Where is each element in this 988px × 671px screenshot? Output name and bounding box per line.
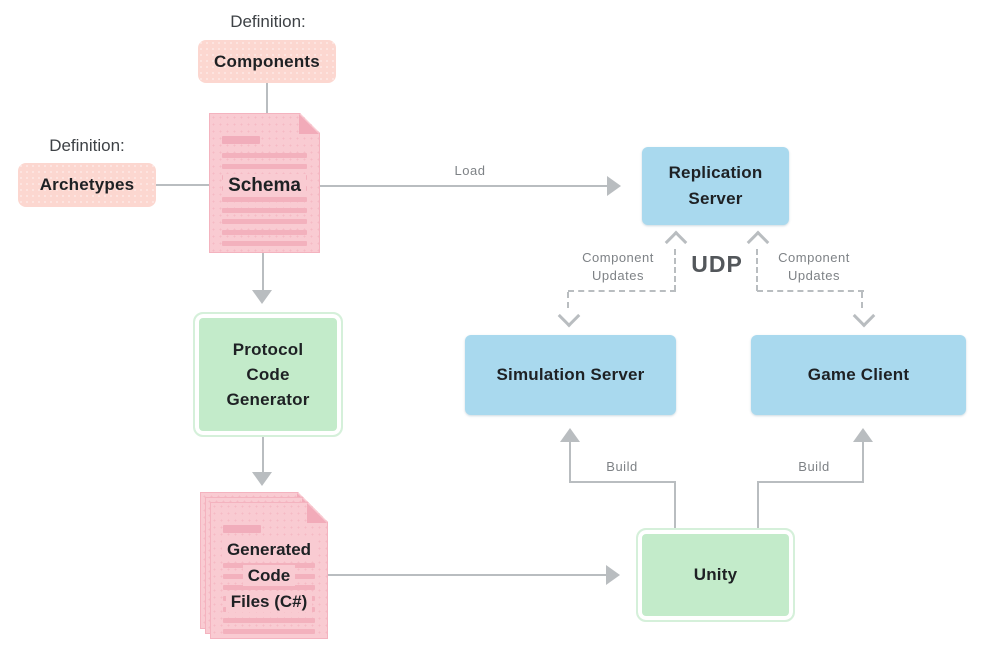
- document-fold-icon: [299, 114, 319, 134]
- generator-files-arrow-line: [262, 437, 264, 473]
- build-right-label: Build: [798, 459, 830, 474]
- component-updates-left-label: Component Updates: [582, 250, 654, 283]
- build-left-label: Build: [606, 459, 638, 474]
- replication-server-label: Server: [688, 189, 743, 208]
- udp-dashed-line: [568, 290, 676, 292]
- unity-label: Unity: [693, 565, 738, 584]
- load-arrowhead-icon: [607, 176, 621, 196]
- files-unity-arrowhead-icon: [606, 565, 620, 585]
- document-text-line: [222, 136, 260, 144]
- document-text-line: [222, 241, 307, 246]
- generated-files-label: Generated: [211, 537, 327, 563]
- udp-down-arrowhead-icon: [557, 304, 581, 328]
- components-node: Components: [198, 40, 336, 83]
- archetypes-schema-connector: [156, 184, 209, 186]
- archetypes-label: Archetypes: [39, 175, 135, 194]
- build-right-arrowhead-icon: [853, 428, 873, 442]
- schema-label: Schema: [210, 175, 319, 197]
- generator-files-arrowhead-icon: [252, 472, 272, 486]
- udp-dashed-line: [861, 292, 863, 308]
- udp-dashed-line: [674, 249, 676, 291]
- udp-dashed-line: [757, 290, 864, 292]
- document-text-line: [222, 208, 307, 213]
- components-schema-connector: [266, 83, 268, 113]
- schema-generator-arrow-line: [262, 253, 264, 291]
- build-left-line: [674, 482, 676, 528]
- protocol-code-generator-label: Protocol: [232, 340, 304, 359]
- simulation-server-label: Simulation Server: [496, 365, 645, 384]
- build-left-line: [569, 442, 571, 482]
- protocol-code-generator-label: Generator: [226, 390, 310, 409]
- document-text-line: [223, 629, 315, 634]
- build-right-line: [757, 481, 864, 483]
- game-client-label: Game Client: [807, 365, 910, 384]
- unity-node: Unity: [636, 528, 795, 622]
- document-text-line: [222, 219, 307, 224]
- definition-components-label: Definition:: [230, 12, 306, 31]
- build-left-arrowhead-icon: [560, 428, 580, 442]
- generated-files-label: Files (C#): [211, 589, 327, 615]
- load-arrow-line: [320, 185, 608, 187]
- schema-document: Schema: [209, 113, 320, 253]
- definition-archetypes-label: Definition:: [49, 136, 125, 155]
- protocol-code-generator-node: Protocol Code Generator: [193, 312, 343, 437]
- generated-files-label: Code: [211, 563, 327, 589]
- load-edge-label: Load: [454, 163, 486, 178]
- simulation-server-node: Simulation Server: [465, 335, 676, 415]
- udp-dashed-line: [756, 249, 758, 291]
- document-fold-icon: [307, 503, 327, 523]
- build-right-line: [757, 482, 759, 528]
- document-text-line: [222, 197, 307, 202]
- build-left-line: [569, 481, 676, 483]
- replication-server-node: Replication Server: [642, 147, 789, 225]
- udp-down-arrowhead-icon: [852, 304, 876, 328]
- document-text-line: [222, 230, 307, 235]
- game-client-node: Game Client: [751, 335, 966, 415]
- archetypes-node: Archetypes: [18, 163, 156, 207]
- build-right-line: [862, 442, 864, 482]
- generated-files-document: Generated Code Files (C#): [210, 502, 328, 639]
- component-updates-right-label: Component Updates: [778, 250, 850, 283]
- document-text-line: [223, 585, 315, 590]
- components-label: Components: [214, 51, 320, 71]
- document-text-line: [222, 164, 307, 169]
- udp-dashed-line: [567, 292, 569, 308]
- document-text-line: [223, 525, 261, 533]
- document-text-line: [223, 618, 315, 623]
- protocol-code-generator-label: Code: [246, 365, 290, 384]
- document-text-line: [222, 153, 307, 158]
- schema-generator-arrowhead-icon: [252, 290, 272, 304]
- replication-server-label: Replication: [668, 163, 763, 182]
- files-unity-arrow-line: [328, 574, 606, 576]
- udp-label: UDP: [691, 251, 743, 277]
